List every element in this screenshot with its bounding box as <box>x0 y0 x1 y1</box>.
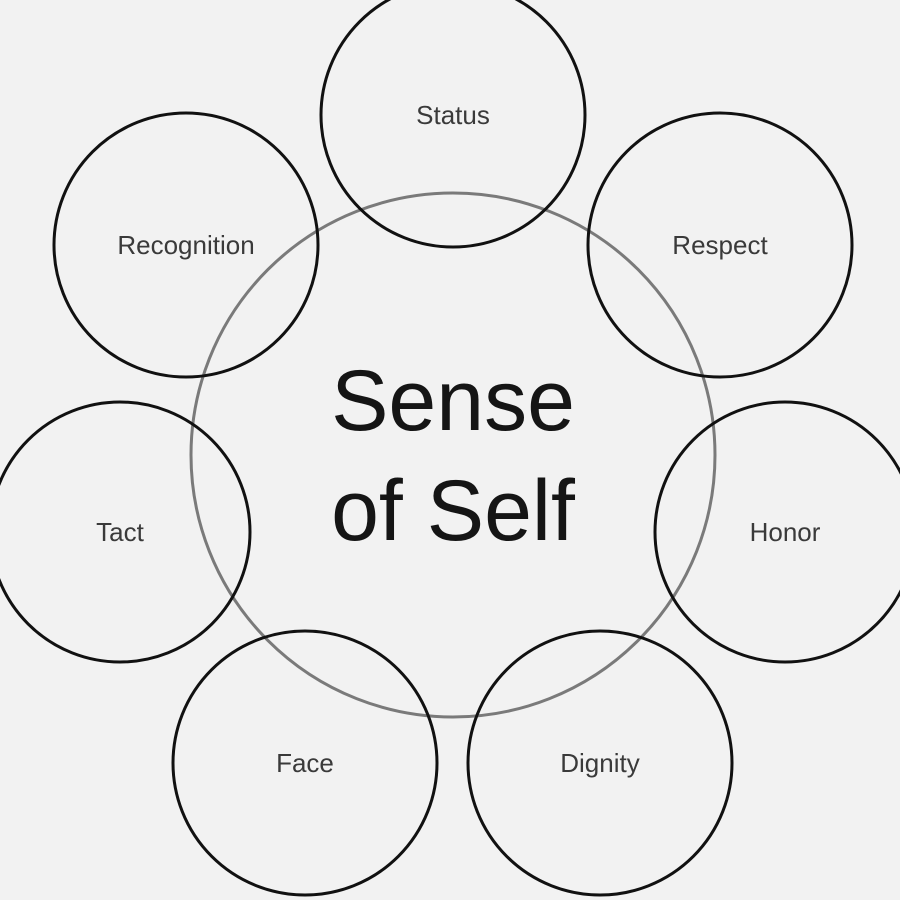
node-label-honor: Honor <box>750 517 821 547</box>
node-circle <box>319 0 587 249</box>
node-label-tact: Tact <box>96 517 144 547</box>
node-circle <box>653 400 900 664</box>
node-tact: Tact <box>0 400 252 664</box>
node-respect: Respect <box>586 111 854 379</box>
node-label-status: Status <box>416 100 490 130</box>
node-circle <box>52 111 320 379</box>
node-label-face: Face <box>276 748 334 778</box>
node-dignity: Dignity <box>466 629 734 897</box>
center-title-line2: of Self <box>331 463 576 559</box>
node-status: Status <box>319 0 587 249</box>
node-face: Face <box>171 629 439 897</box>
center-title-line1: Sense <box>331 353 575 449</box>
node-circle <box>0 400 252 664</box>
node-honor: Honor <box>653 400 900 664</box>
node-circle <box>586 111 854 379</box>
node-label-respect: Respect <box>672 230 768 260</box>
node-circle <box>171 629 439 897</box>
center-circle <box>189 191 717 719</box>
node-circle <box>466 629 734 897</box>
node-recognition: Recognition <box>52 111 320 379</box>
node-label-recognition: Recognition <box>117 230 254 260</box>
node-label-dignity: Dignity <box>560 748 639 778</box>
